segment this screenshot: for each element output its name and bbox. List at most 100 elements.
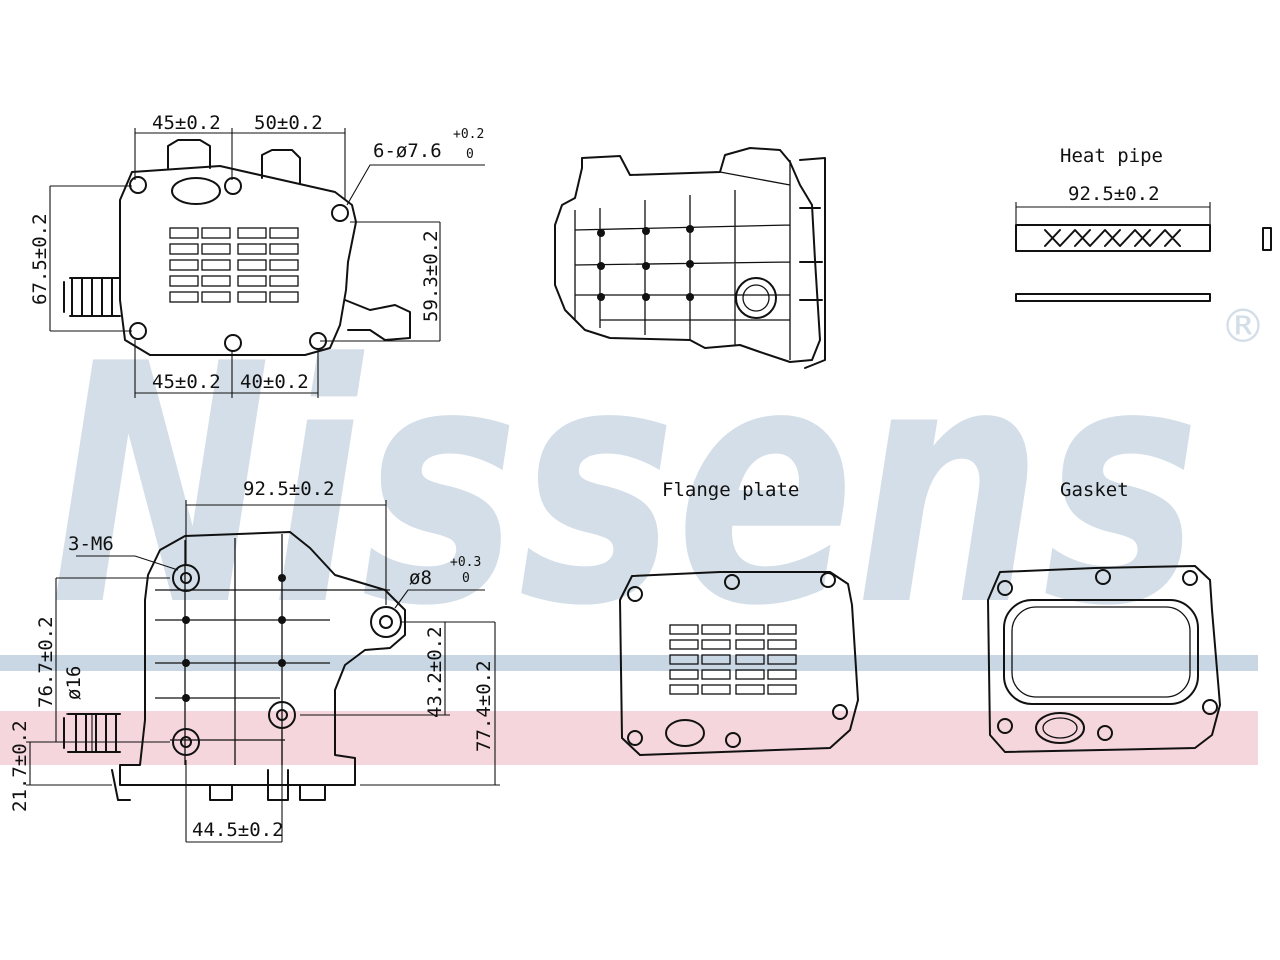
dim-line: [320, 221, 441, 342]
front-dim-diameter: ø16: [63, 666, 85, 700]
mounting-hole: [224, 334, 242, 352]
vent-slot: [237, 227, 267, 239]
threaded-hole: [276, 709, 288, 721]
front-hole-callout-tol: +0.3: [450, 555, 481, 570]
dim-line: [185, 500, 387, 605]
front-dim-bottom: 44.5±0.2: [192, 819, 284, 841]
gasket-holes: [997, 569, 1218, 741]
mounting-hole: [224, 177, 242, 195]
flange-hole: [627, 730, 643, 746]
front-bolt: [182, 616, 190, 624]
top-view-body: [119, 165, 357, 356]
dim-height-left: 67.5±0.2: [29, 213, 51, 305]
dim-top-right: 50±0.2: [254, 112, 323, 134]
dim-line: [134, 340, 319, 398]
heat-pipe-end: [1262, 227, 1272, 251]
vent-slot: [237, 243, 267, 255]
front-view-dimensions: [26, 500, 500, 843]
front-tabs: [111, 769, 326, 801]
front-bolt: [278, 574, 286, 582]
dim-line: [134, 128, 346, 200]
mounting-hole: [331, 204, 349, 222]
gasket-hole: [1202, 699, 1218, 715]
iso-bolt: [686, 293, 694, 301]
leader-line: [346, 164, 485, 206]
flange-slot: [735, 654, 765, 665]
top-view-dimensions: [49, 128, 485, 398]
front-bolt: [278, 659, 286, 667]
iso-bolt: [686, 260, 694, 268]
iso-bolt: [597, 229, 605, 237]
flange-slot: [767, 684, 797, 695]
flange-slot: [735, 624, 765, 635]
flange-hole: [832, 704, 848, 720]
dim-line: [49, 185, 132, 332]
front-hole-callout-tol-low: 0: [462, 571, 470, 586]
blue-stripe: [0, 655, 1258, 671]
front-bolts: [182, 574, 286, 702]
oval-port: [171, 177, 221, 205]
top-connector-right: [261, 149, 301, 185]
front-view-body: [119, 531, 406, 786]
gasket-hole: [997, 718, 1013, 734]
dim-line: [66, 713, 93, 752]
flange-plate-outline: [619, 571, 859, 756]
front-dim-height-a: 76.7±0.2: [35, 616, 57, 708]
flange-slot: [767, 639, 797, 650]
hole-callout: 6-ø7.6: [373, 140, 442, 162]
flange-slot: [735, 684, 765, 695]
leader-line: [76, 555, 179, 571]
iso-bolts: [597, 225, 694, 301]
flange-slot: [767, 654, 797, 665]
vent-slot: [169, 291, 199, 303]
vent-slot: [169, 243, 199, 255]
flange-slot: [701, 639, 731, 650]
flange-slot: [767, 669, 797, 680]
gasket-window-outer: [1003, 599, 1199, 705]
heat-pipe-side: [1015, 293, 1211, 302]
left-pipe: [63, 277, 121, 317]
front-inner-grid: [155, 534, 390, 765]
gasket-hole: [1182, 570, 1198, 586]
vent-slot: [169, 259, 199, 271]
vent-slot: [237, 291, 267, 303]
flange-hole: [627, 586, 643, 602]
vent-slot: [237, 275, 267, 287]
threaded-hole: [180, 736, 192, 748]
heat-pipe-body: [1015, 224, 1211, 252]
mount-hole: [379, 615, 393, 629]
hole-callout-tol-low: 0: [466, 147, 474, 162]
vent-slot: [269, 243, 299, 255]
vent-slot: [269, 227, 299, 239]
vent-slot: [269, 259, 299, 271]
dim-bottom-right: 40±0.2: [240, 371, 309, 393]
gasket-title: Gasket: [1060, 479, 1129, 501]
gasket-hole: [997, 580, 1013, 596]
vent-slot: [269, 291, 299, 303]
vent-slot: [201, 275, 231, 287]
flange-slot: [767, 624, 797, 635]
threaded-hole: [172, 728, 200, 756]
flange-slot: [735, 669, 765, 680]
dim-height-right: 59.3±0.2: [420, 230, 442, 322]
flange-slot: [735, 639, 765, 650]
iso-port: [735, 277, 777, 319]
flange-hole: [724, 574, 740, 590]
vent-slot: [201, 259, 231, 271]
gasket-outline: [987, 565, 1221, 753]
gasket-hole: [1097, 725, 1113, 741]
flange-slot: [701, 684, 731, 695]
front-dim-height-b: 43.2±0.2: [424, 626, 446, 718]
threaded-hole: [268, 701, 296, 729]
front-bolt: [182, 694, 190, 702]
iso-bolt: [597, 293, 605, 301]
front-dim-height-c: 77.4±0.2: [473, 660, 495, 752]
heat-pipe-dim: 92.5±0.2: [1068, 183, 1160, 205]
iso-side-panel: [799, 157, 826, 369]
flange-slot: [669, 654, 699, 665]
front-hole-callout: ø8: [409, 567, 432, 589]
vent-slot: [169, 275, 199, 287]
heat-pipe-title: Heat pipe: [1060, 145, 1163, 167]
flange-holes: [627, 572, 848, 748]
